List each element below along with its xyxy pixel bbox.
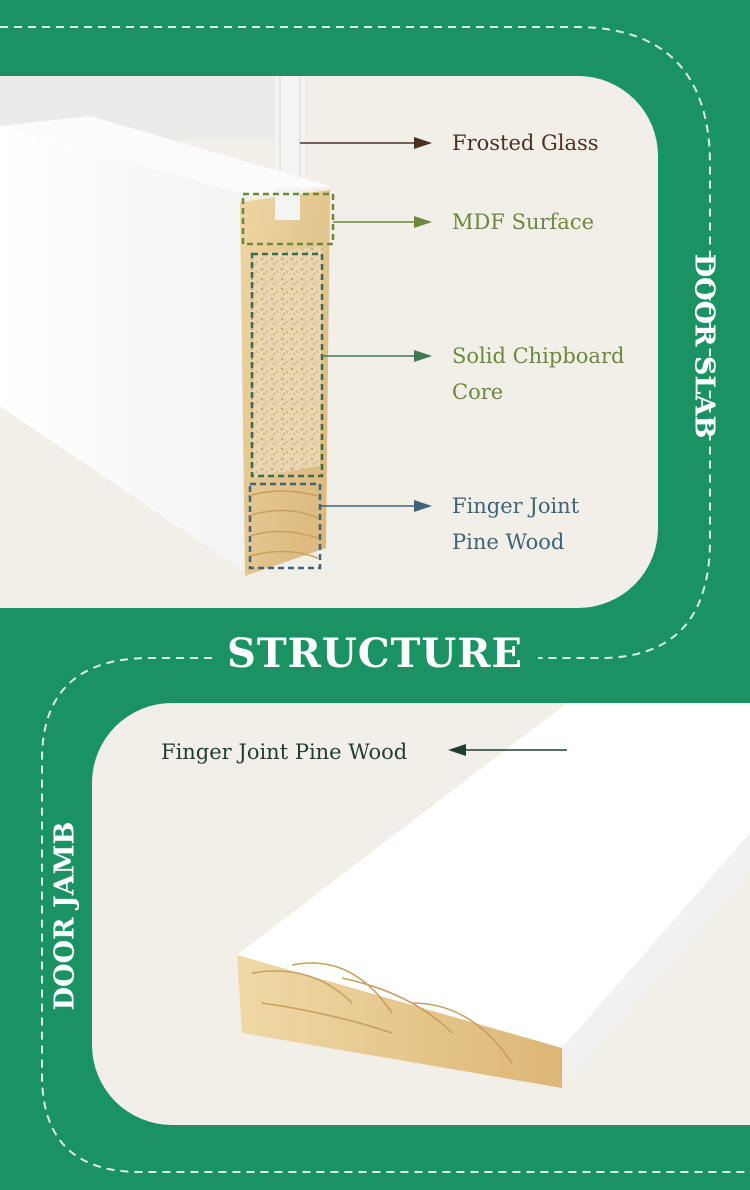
door-slab-panel: Frosted Glass MDF Surface Solid Chipboar… bbox=[0, 76, 658, 608]
callout-line: MDF Surface bbox=[452, 210, 595, 234]
callout-frosted-glass: Frosted Glass bbox=[452, 125, 599, 161]
door-slab-label: DOOR SLAB bbox=[688, 253, 720, 439]
callout-chipboard-core: Solid Chipboard Core bbox=[452, 338, 624, 410]
callout-line: Finger Joint Pine Wood bbox=[161, 740, 408, 764]
callout-jamb-pine: Finger Joint Pine Wood bbox=[161, 734, 407, 770]
callout-line: Solid Chipboard bbox=[452, 344, 625, 368]
callout-line: Core bbox=[452, 380, 504, 404]
door-slab-illustration bbox=[0, 76, 432, 576]
callout-line: Pine Wood bbox=[452, 530, 565, 554]
callout-finger-joint: Finger Joint Pine Wood bbox=[452, 488, 579, 560]
callout-line: Frosted Glass bbox=[452, 131, 599, 155]
callout-line: Finger Joint bbox=[452, 494, 580, 518]
door-jamb-panel: Finger Joint Pine Wood bbox=[92, 703, 750, 1125]
structure-heading: STRUCTURE bbox=[227, 630, 523, 677]
door-jamb-label: DOOR JAMB bbox=[49, 821, 81, 1011]
door-jamb-illustration bbox=[237, 703, 750, 1088]
callout-mdf-surface: MDF Surface bbox=[452, 204, 594, 240]
